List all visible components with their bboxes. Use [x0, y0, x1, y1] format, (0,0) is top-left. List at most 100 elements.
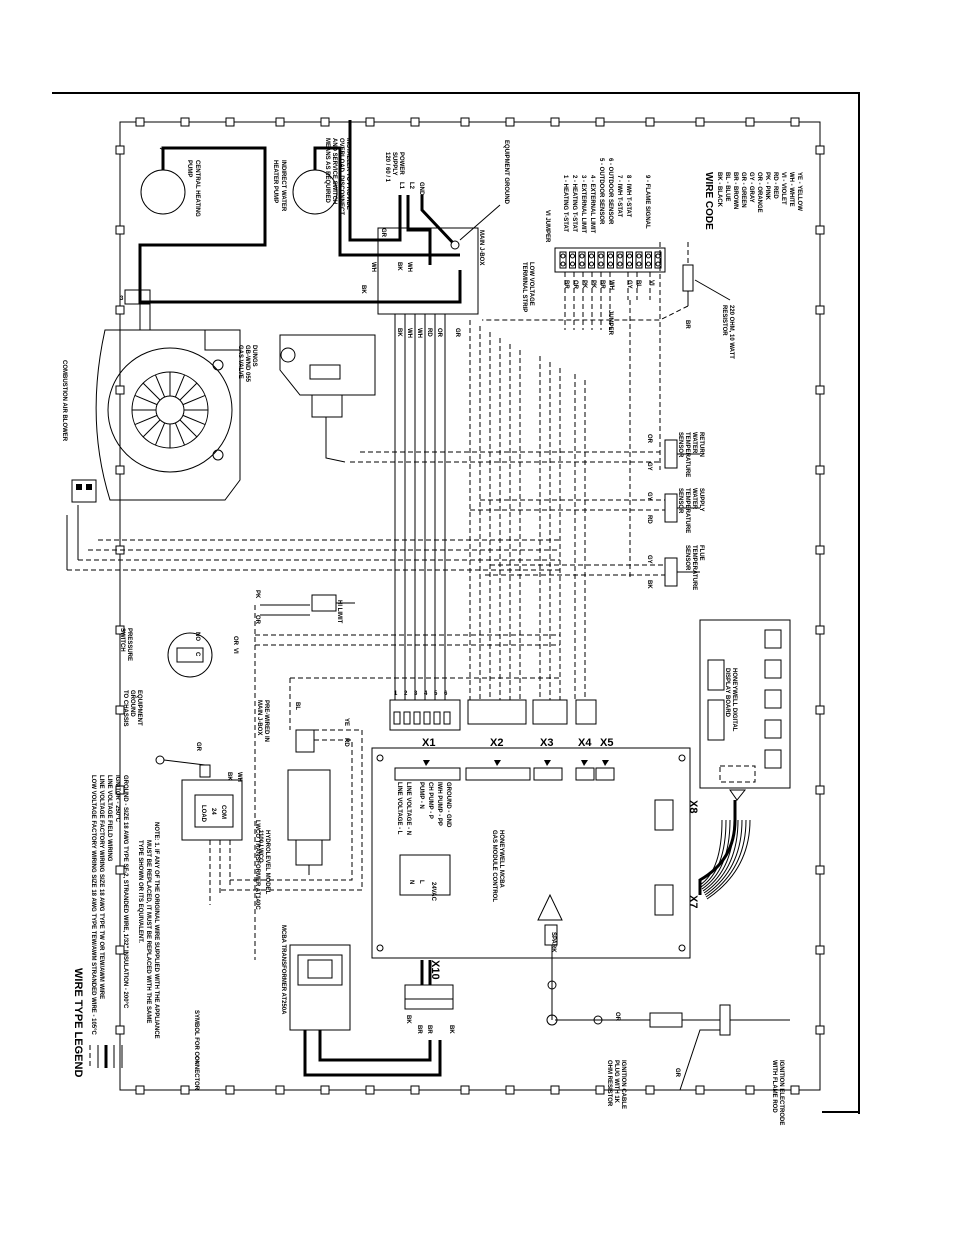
- svg-text:GROUND - SIZE 18 AWG TYPE SF-2: GROUND - SIZE 18 AWG TYPE SF-2, STRANDED…: [122, 775, 128, 1009]
- tag-gr-1: GR: [380, 228, 386, 238]
- field-wire-iwh: [313, 146, 460, 257]
- svg-text:BR: BR: [599, 280, 605, 289]
- x5-board-header: [595, 767, 615, 781]
- x8-label: X8: [687, 800, 699, 813]
- svg-text:GR: GR: [195, 742, 201, 752]
- svg-text:WH: WH: [608, 280, 614, 290]
- power-terminal-l2: L2: [408, 182, 414, 190]
- svg-text:6: 6: [444, 691, 448, 697]
- svg-text:BL: BL: [294, 702, 300, 710]
- field-wire-l2: [406, 195, 432, 265]
- x1-pin-5: IWH PUMP - PP: [436, 782, 442, 826]
- svg-text:BR: BR: [563, 280, 569, 289]
- svg-text:IGNITION ELECTRODEWITH FLAME R: IGNITION ELECTRODEWITH FLAME ROD: [771, 1060, 784, 1125]
- svg-text:INDIRECT WATERHEATER PUMP: INDIRECT WATERHEATER PUMP: [272, 160, 286, 212]
- svg-text:BK: BK: [448, 1025, 454, 1034]
- tag-wh-1: WH: [370, 262, 376, 272]
- terminal-2: 2 - HEATING T-STAT: [571, 175, 577, 232]
- x1-board-header: [394, 767, 461, 781]
- svg-text:GY: GY: [626, 280, 632, 289]
- wire-code-item: GY - GRAY: [748, 172, 754, 203]
- gas-valve: DUNGSGB-WND 055GAS VALVE: [237, 334, 376, 463]
- low-voltage-terminal-strip: LOW VOLTAGETERMINAL STRIP VI JUMPER JUMP…: [521, 158, 666, 336]
- x5-label: X5: [600, 737, 613, 749]
- x1-label: X1: [422, 737, 435, 749]
- svg-text:GR: GR: [674, 1068, 680, 1078]
- honeywell-display-board: HONEYWELL DIGITALDISPLAY BOARD: [698, 619, 791, 900]
- terminal-8: 8 - IWH T-STAT: [625, 175, 631, 217]
- wire-code-item: OR - ORANGE: [756, 172, 762, 213]
- ignition-assembly: IGNITION CABLEPLUG WITH 1KOHM RESISTOR I…: [546, 945, 790, 1125]
- svg-text:HYDROLEVEL MODEL1100 LWCO: HYDROLEVEL MODEL1100 LWCO: [257, 830, 270, 895]
- x2-label: X2: [490, 737, 503, 749]
- x8-board-header: [654, 799, 674, 831]
- svg-text:HI LIMIT: HI LIMIT: [336, 600, 342, 624]
- x4-label: X4: [578, 737, 592, 749]
- equipment-ground-chassis: EQUIPMENTGROUNDTO CHASSIS GR: [122, 690, 211, 778]
- svg-text:220 OHM, 10 WATTRESISTOR: 220 OHM, 10 WATTRESISTOR: [721, 305, 734, 359]
- svg-text:WIRE TYPE LEGEND: WIRE TYPE LEGEND: [72, 968, 84, 1077]
- svg-text:SYMBOL FOR CONNECTOR: SYMBOL FOR CONNECTOR: [193, 1010, 199, 1091]
- svg-text:RETURNWATERTEMPERATURESENSOR: RETURNWATERTEMPERATURESENSOR: [677, 432, 704, 477]
- svg-text:OR: OR: [436, 328, 442, 338]
- wire-code-item: VI - VIOLET: [780, 172, 786, 205]
- svg-text:COMBUSTION AIR BLOWER: COMBUSTION AIR BLOWER: [61, 360, 67, 442]
- svg-text:2: 2: [404, 691, 408, 697]
- x10-label: X10: [429, 960, 441, 980]
- svg-text:BK: BK: [405, 1015, 411, 1024]
- terminal-4: 4 - EXTERNAL LIMIT: [589, 175, 595, 234]
- central-heating-pump: CENTRAL HEATINGPUMP: [140, 147, 200, 217]
- wire-code-item: BL - BLUE: [724, 172, 730, 202]
- lwco-transformer: LWCO TRANSFORMER AT140C HYDROLEVEL MODEL…: [254, 769, 331, 910]
- svg-text:L: L: [418, 880, 424, 884]
- svg-text:SPARK: SPARK: [550, 932, 556, 953]
- x3-label: X3: [540, 737, 553, 749]
- svg-text:BK: BK: [396, 328, 402, 337]
- svg-text:LOW VOLTAGETERMINAL STRIP: LOW VOLTAGETERMINAL STRIP: [521, 262, 534, 312]
- x1-pin-6: GROUND - GND: [445, 782, 451, 828]
- main-j-box-label: MAIN J-BOX: [478, 230, 484, 265]
- field-wire-loop: [138, 146, 462, 304]
- combustion-air-blower: COMBUSTION AIR BLOWER: [61, 290, 241, 501]
- x3-harness-plug: [532, 699, 568, 725]
- svg-text:PK: PK: [254, 590, 260, 599]
- x4-board-header: [575, 767, 595, 781]
- svg-text:NO: NO: [194, 632, 200, 641]
- wire-code-item: RD - RED: [772, 172, 778, 199]
- pressure-switch: C NO PRESSURESWITCH OR VI: [119, 628, 238, 678]
- high-voltage-warning-icon: [537, 893, 563, 921]
- terminal-1: 1 - HEATING T-STAT: [562, 175, 568, 232]
- svg-text:PRESSURESWITCH: PRESSURESWITCH: [119, 628, 132, 661]
- svg-text:GR: GR: [454, 328, 460, 338]
- x7-label: X7: [687, 895, 699, 908]
- terminal-3: 3 - EXTERNAL LIMIT: [580, 175, 586, 234]
- svg-text:OR: OR: [614, 1012, 620, 1022]
- svg-text:N: N: [408, 880, 414, 884]
- svg-text:WH: WH: [416, 328, 422, 338]
- spark-terminal: [544, 924, 558, 946]
- x1-pin-1: LINE VOLTAGE - L: [396, 782, 402, 835]
- svg-text:HONEYWELL DIGITALDISPLAY BOARD: HONEYWELL DIGITALDISPLAY BOARD: [724, 668, 737, 732]
- svg-text:< <: < <: [193, 1055, 199, 1064]
- lwco-relay: LOAD 24 COM BK WH: [181, 772, 243, 905]
- svg-text:LOW VOLTAGE FACTORY WIRING SIZ: LOW VOLTAGE FACTORY WIRING SIZE 18 AWG T…: [90, 775, 96, 1036]
- x10-board-header: [399, 854, 451, 896]
- resistor-220-ohm: 220 OHM, 10 WATTRESISTOR BR: [482, 242, 734, 359]
- hi-limit-switch: HI LIMIT PK OR: [254, 590, 355, 625]
- svg-text:VI JUMPER: VI JUMPER: [544, 210, 550, 243]
- svg-text:RD: RD: [646, 515, 652, 524]
- svg-text:VI: VI: [648, 280, 654, 286]
- wire-code-item: BR - BROWN: [732, 172, 738, 209]
- svg-text:IGNITOR - 250°C: IGNITOR - 250°C: [114, 775, 120, 823]
- svg-text:5: 5: [434, 691, 438, 697]
- svg-text:LWCO TRANSFORMER AT140C: LWCO TRANSFORMER AT140C: [254, 820, 260, 910]
- svg-text:HONEYWELL MCBAGAS MODULE CONTR: HONEYWELL MCBAGAS MODULE CONTROL: [491, 830, 504, 902]
- svg-text:3: 3: [414, 691, 418, 697]
- svg-text:YE: YE: [343, 718, 349, 726]
- page-frame-tick: [822, 1111, 860, 1113]
- svg-text:PRE-WIRED INMAIN J-BOX: PRE-WIRED INMAIN J-BOX: [256, 700, 269, 742]
- board-arrows: [423, 760, 609, 766]
- power-supply-label: POWER SUPPLY 120 / 60 / 1: [384, 152, 404, 183]
